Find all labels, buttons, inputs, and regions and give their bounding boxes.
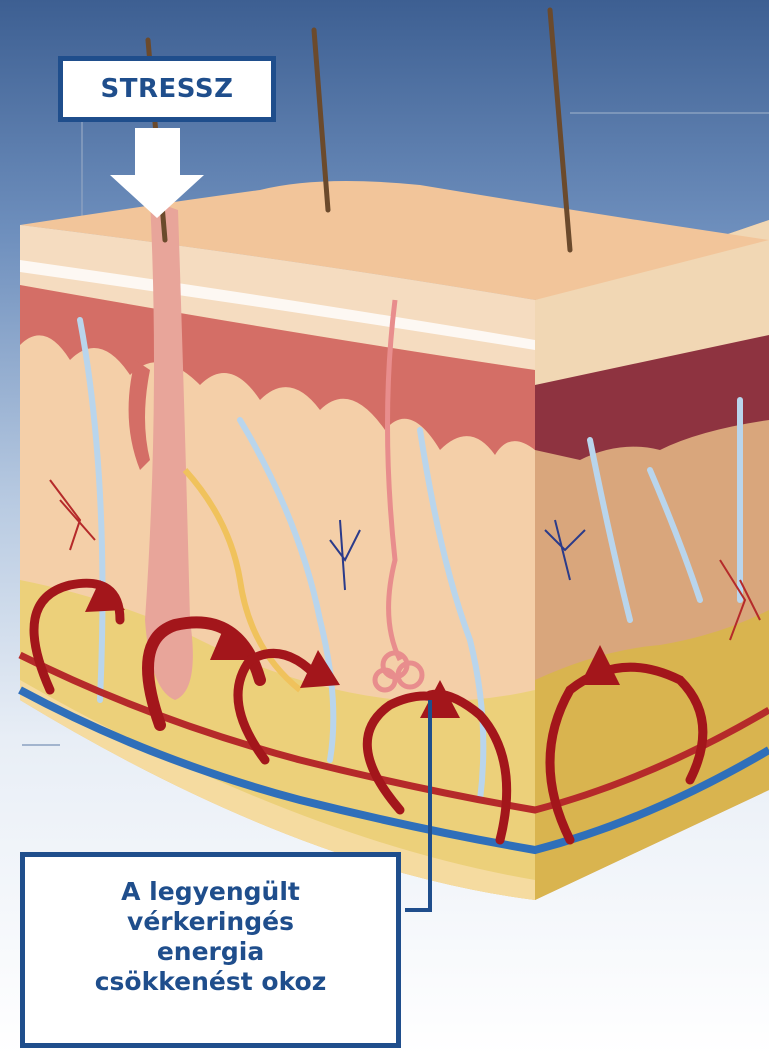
caption-line-4: csökkenést okoz <box>25 967 396 997</box>
caption-line-1: A legyengült <box>25 877 396 907</box>
caption-line-3: energia <box>25 937 396 967</box>
stress-label: STRESSZ <box>58 56 276 122</box>
circulation-caption: A legyengült vérkeringés energia csökken… <box>20 852 401 1048</box>
caption-line-2: vérkeringés <box>25 907 396 937</box>
